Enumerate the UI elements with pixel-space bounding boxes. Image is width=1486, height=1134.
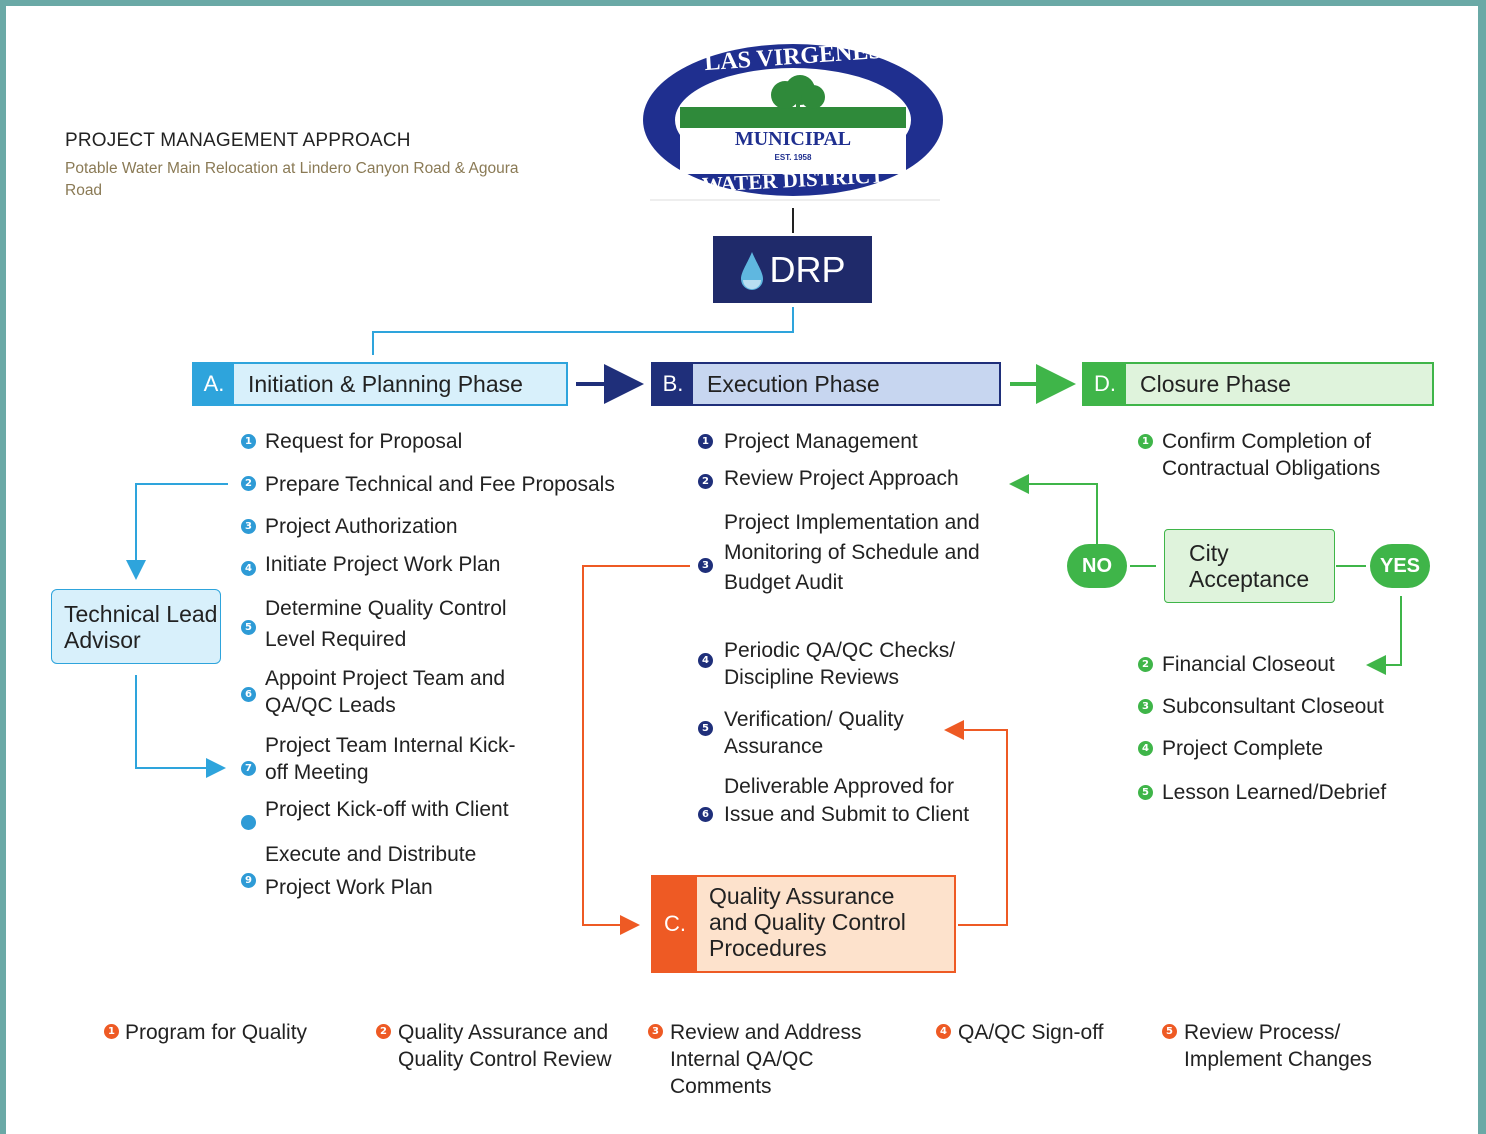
list-item: Verification/ Quality Assurance bbox=[724, 708, 904, 758]
list-item: Review Project Approach bbox=[724, 467, 959, 490]
step-number-badge: 3 bbox=[698, 558, 713, 573]
step-number-badge: 4 bbox=[241, 561, 256, 576]
list-item: Project Kick-off with Client bbox=[265, 798, 509, 821]
step-number-badge: 1 bbox=[241, 434, 256, 449]
step-number-badge bbox=[241, 815, 256, 830]
step-number-badge: 2 bbox=[376, 1024, 391, 1039]
step-number-badge: 5 bbox=[1138, 785, 1153, 800]
legend-item: QA/QC Sign-off bbox=[958, 1021, 1104, 1044]
phase-a-tag: A. bbox=[194, 364, 234, 404]
drp-to-a-line bbox=[372, 307, 794, 355]
phase-b-tag: B. bbox=[653, 364, 693, 404]
legend-item: Review Process/ Implement Changes bbox=[1184, 1021, 1372, 1071]
phase-c-tag: C. bbox=[653, 877, 697, 971]
step-number-badge: 9 bbox=[241, 873, 256, 888]
step-number-badge: 3 bbox=[1138, 699, 1153, 714]
step-number-badge: 3 bbox=[241, 519, 256, 534]
phase-b-label: Execution Phase bbox=[707, 370, 880, 397]
list-item: Project Implementation and Monitoring of… bbox=[724, 511, 980, 594]
step-number-badge: 6 bbox=[698, 807, 713, 822]
step-number-badge: 7 bbox=[241, 761, 256, 776]
no-badge: NO bbox=[1067, 544, 1127, 588]
list-item: Appoint Project Team and QA/QC Leads bbox=[265, 667, 506, 717]
step-number-badge: 4 bbox=[698, 653, 713, 668]
advisor-to-kickoff-arrow bbox=[135, 675, 226, 778]
list-item: Initiate Project Work Plan bbox=[265, 553, 501, 576]
b-to-c-arrow bbox=[582, 565, 690, 935]
list-item: Project Authorization bbox=[265, 515, 458, 538]
step-number-badge: 1 bbox=[1138, 434, 1153, 449]
list-item: Project Management bbox=[724, 430, 918, 453]
step-number-badge: 6 bbox=[241, 687, 256, 702]
drp-label: DRP bbox=[769, 248, 846, 290]
list-item: Project Team Internal Kick-off Meeting bbox=[265, 734, 516, 784]
yes-badge: YES bbox=[1370, 544, 1430, 588]
list-item: Deliverable Approved for Issue and Submi… bbox=[724, 775, 970, 826]
list-item: Project Complete bbox=[1162, 737, 1324, 760]
water-drop-icon bbox=[741, 251, 764, 290]
phase-d-label: Closure Phase bbox=[1140, 370, 1291, 397]
drp-logo: DRP bbox=[713, 236, 872, 303]
step-number-badge: 2 bbox=[698, 474, 713, 489]
technical-lead-advisor-box: Technical Lead Advisor bbox=[51, 589, 221, 664]
page-subtitle: Potable Water Main Relocation at Lindero… bbox=[65, 160, 519, 199]
step-number-badge: 2 bbox=[241, 476, 256, 491]
phase-a-label: Initiation & Planning Phase bbox=[248, 370, 523, 397]
list-item: Confirm Completion of Contractual Obliga… bbox=[1162, 430, 1381, 480]
page-title: PROJECT MANAGEMENT APPROACH bbox=[65, 130, 411, 151]
step-number-badge: 1 bbox=[698, 434, 713, 449]
list-item: Subconsultant Closeout bbox=[1162, 695, 1384, 718]
phase-d-tag: D. bbox=[1084, 364, 1126, 404]
step-number-badge: 4 bbox=[1138, 741, 1153, 756]
list-item: Request for Proposal bbox=[265, 430, 463, 453]
phase-c-box: C. Quality Assurance and Quality Control… bbox=[651, 875, 956, 973]
logo-middle-text: MUNICIPAL bbox=[734, 128, 852, 150]
legend-item: Program for Quality bbox=[125, 1021, 308, 1044]
phase-c-label: Quality Assurance and Quality Control Pr… bbox=[709, 883, 906, 961]
no-to-review-arrow bbox=[1009, 474, 1098, 545]
step-number-badge: 2 bbox=[1138, 657, 1153, 672]
list-item: Periodic QA/QC Checks/ Discipline Review… bbox=[724, 639, 956, 689]
step-number-badge: 5 bbox=[698, 721, 713, 736]
step-number-badge: 1 bbox=[104, 1024, 119, 1039]
legend-item: Quality Assurance and Quality Control Re… bbox=[398, 1021, 612, 1071]
phase-b-header: B. Execution Phase bbox=[651, 362, 1001, 406]
legend-item: Review and Address Internal QA/QC Commen… bbox=[670, 1021, 862, 1098]
list-item: Lesson Learned/Debrief bbox=[1162, 781, 1387, 804]
step-number-badge: 5 bbox=[241, 620, 256, 635]
list-item: Prepare Technical and Fee Proposals bbox=[265, 473, 615, 496]
phase-a-header: A. Initiation & Planning Phase bbox=[192, 362, 568, 406]
step-number-badge: 3 bbox=[648, 1024, 663, 1039]
logo-est-text: EST. 1958 bbox=[774, 153, 812, 162]
list-item: Execute and Distribute Project Work Plan bbox=[265, 843, 477, 899]
proposal-to-advisor-arrow bbox=[126, 483, 228, 580]
yes-to-financial-arrow bbox=[1366, 596, 1402, 675]
c-to-verification-arrow bbox=[944, 720, 1008, 926]
step-number-badge: 5 bbox=[1162, 1024, 1177, 1039]
district-logo: LAS VIRGENES MUNICIPAL EST. 1958 WATER D… bbox=[640, 38, 946, 206]
step-number-badge: 4 bbox=[936, 1024, 951, 1039]
list-item: Financial Closeout bbox=[1162, 653, 1335, 676]
phase-d-header: D. Closure Phase bbox=[1082, 362, 1434, 406]
list-item: Determine Quality Control Level Required bbox=[265, 597, 507, 651]
city-acceptance-box: City Acceptance bbox=[1164, 529, 1335, 603]
